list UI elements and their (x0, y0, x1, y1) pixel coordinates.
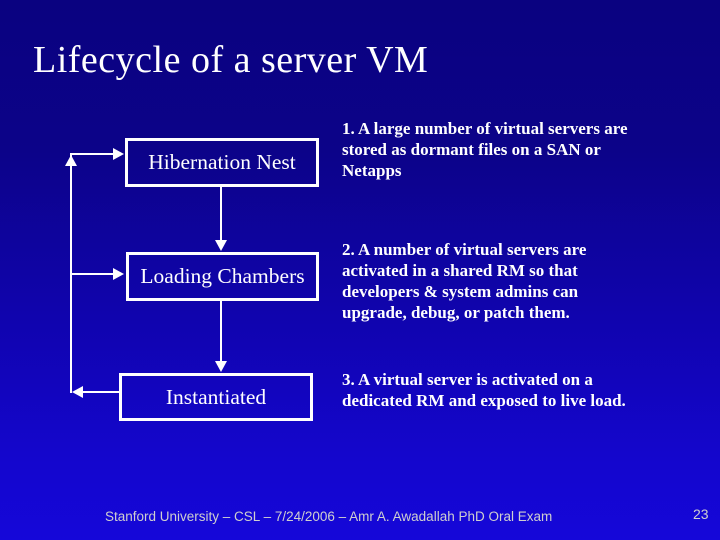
connector-loading-to-instantiated-line (220, 301, 222, 361)
note-loading: 2. A number of virtual servers are activ… (342, 240, 587, 322)
slide-title: Lifecycle of a server VM (33, 39, 429, 81)
arrow-right-into-loading-icon (113, 268, 124, 280)
note-instantiated: 3. A virtual server is activated on a de… (342, 370, 626, 410)
connector-hibernation-to-loading-line (220, 187, 222, 240)
feedback-top-line (70, 153, 115, 155)
node-hibernation-nest: Hibernation Nest (125, 138, 319, 187)
note-hibernation: 1. A large number of virtual servers are… (342, 119, 628, 180)
node-hibernation-nest-label: Hibernation Nest (148, 150, 296, 174)
feedback-middle-line (70, 273, 115, 275)
arrow-down-into-loading-icon (215, 240, 227, 251)
arrow-left-from-instantiated-icon (72, 386, 83, 398)
node-instantiated: Instantiated (119, 373, 313, 421)
arrow-down-into-instantiated-icon (215, 361, 227, 372)
node-loading-chambers-label: Loading Chambers (140, 264, 305, 288)
node-instantiated-label: Instantiated (165, 384, 267, 409)
arrow-right-into-hibernation-icon (113, 148, 124, 160)
arrow-up-rail-icon (65, 155, 77, 166)
slide-footer: Stanford University – CSL – 7/24/2006 – … (105, 509, 553, 524)
node-loading-chambers: Loading Chambers (126, 252, 319, 301)
slide-page-number: 23 (693, 506, 709, 522)
feedback-bottom-line (82, 391, 119, 393)
